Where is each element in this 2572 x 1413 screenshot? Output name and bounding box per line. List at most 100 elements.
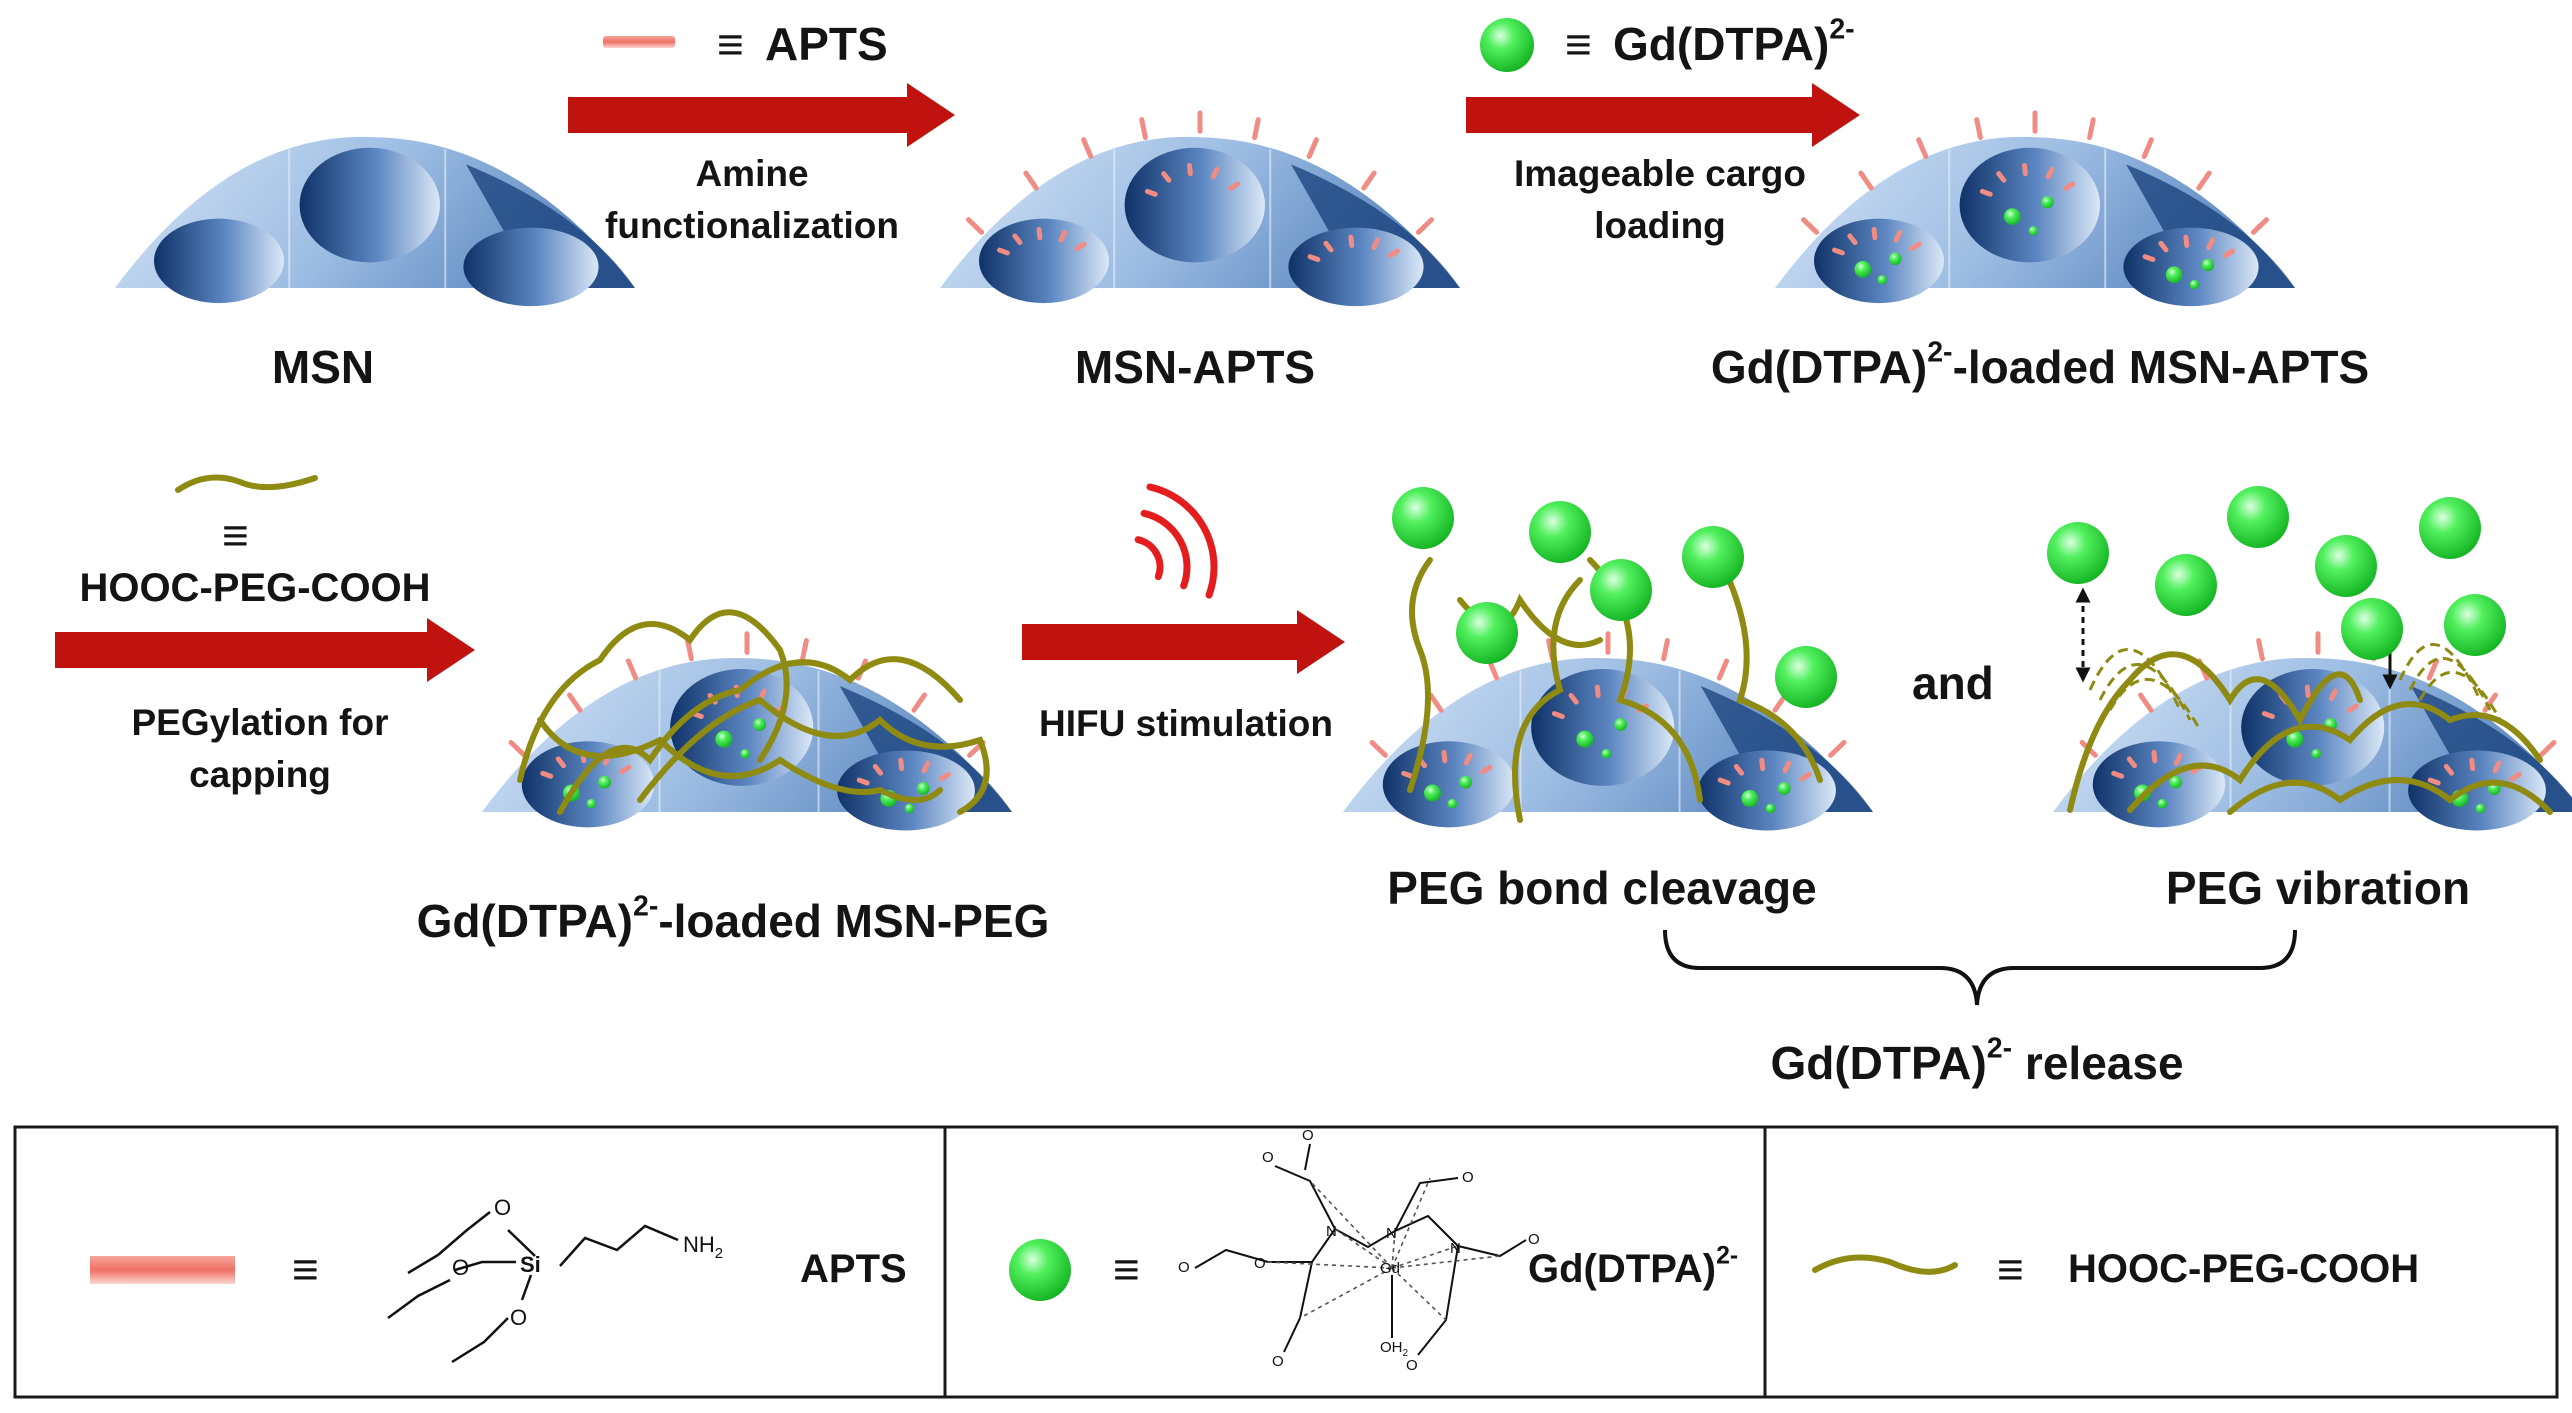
peg-chain: [2127, 701, 2543, 813]
apts-marker: [2492, 760, 2502, 774]
gd-complex: [2201, 258, 2215, 272]
gd-complex: [2003, 208, 2021, 225]
svg-text:O: O: [1528, 1231, 1540, 1248]
apts-marker: [2222, 248, 2235, 258]
particle-peg-cleavage: [1343, 631, 1873, 831]
peg-network-vibrating: [2067, 643, 2553, 815]
svg-text:N: N: [1386, 1225, 1397, 1242]
gd-complex: [2047, 522, 2109, 584]
gd-complex: [1423, 784, 1441, 802]
gd-complex: [2169, 775, 2182, 789]
apts-marker: [1228, 181, 1241, 191]
gd-complex: [2028, 226, 2038, 236]
gd-complex: [753, 718, 766, 731]
particle-msn-title: MSN: [271, 341, 375, 393]
apts-marker: [555, 756, 567, 769]
svg-text:O: O: [452, 1255, 469, 1280]
apts-marker: [2346, 703, 2359, 713]
mesopore: [670, 669, 814, 786]
legend-gd-equiv: ≡: [1113, 1243, 1140, 1295]
peg-chain: [1812, 1254, 1958, 1275]
and-connector: and: [1912, 657, 1994, 709]
particle-peg-vibration: [2053, 631, 2572, 831]
apts-marker: [2482, 692, 2498, 713]
apts-marker: [965, 217, 985, 235]
mesopore: [837, 750, 975, 831]
apts-marker: [997, 247, 1010, 256]
hifu-wave: [1140, 509, 1191, 590]
legend-box: [13, 1125, 2559, 1399]
gd-complex: [1590, 559, 1652, 621]
svg-text:Si: Si: [520, 1252, 541, 1277]
gd-complex: [586, 798, 597, 809]
release-brace: [1663, 929, 2297, 1006]
apts-marker: [938, 771, 951, 782]
mesopore: [463, 227, 599, 307]
gd-complex: [1854, 260, 1872, 278]
apts-marker: [1733, 763, 1745, 776]
dtpa-coordination-bonds: [1267, 1177, 1501, 1321]
svg-text:OH2: OH2: [1380, 1339, 1409, 1359]
gd-complex: [598, 775, 611, 789]
svg-text:O: O: [1302, 1127, 1314, 1144]
apts-marker: [2183, 234, 2190, 248]
apts-marker: [2196, 170, 2212, 191]
apts-marker: [1307, 254, 1321, 263]
svg-text:N: N: [1450, 1240, 1461, 1257]
gd-complex: [1614, 718, 1627, 731]
apts-marker: [2538, 739, 2557, 758]
legend-apts-label: APTS: [800, 1247, 907, 1291]
apts-marker: [1800, 217, 1820, 235]
svg-text:O: O: [1254, 1255, 1266, 1272]
particle-loaded-msn-peg-title: Gd(DTPA)2--loaded MSN-PEG: [416, 890, 1050, 947]
apts-marker: [2138, 692, 2154, 713]
apts-marker: [1716, 658, 1730, 681]
mesopore: [521, 741, 655, 828]
apts-marker: [1144, 188, 1158, 197]
particle-msn: [115, 136, 635, 307]
apts-marker: [2206, 237, 2215, 251]
svg-text:NH2: NH2: [683, 1232, 723, 1262]
peg-chain: [2227, 777, 2553, 815]
peg-chain: [1512, 577, 1583, 823]
peg-chain: [537, 717, 943, 803]
apts-marker: [1916, 137, 1929, 159]
particle-loaded-msn-apts-title: Gd(DTPA)2--loaded MSN-APTS: [1710, 336, 2370, 393]
apts-marker: [2063, 181, 2076, 191]
apts-marker: [2045, 166, 2055, 180]
peg-vibration-trace: [2418, 670, 2502, 721]
apts-marker: [1023, 170, 1039, 191]
svg-text:O: O: [510, 1305, 527, 1330]
gd-complex: [2041, 195, 2054, 209]
gd-complex: [1456, 602, 1518, 664]
mesopore: [1531, 669, 1675, 786]
apts-marker: [1387, 248, 1400, 258]
gd-complex: [2444, 594, 2506, 656]
apts-marker: [2158, 240, 2169, 253]
gd-complex: [1459, 775, 1472, 789]
hifu-wave: [1134, 536, 1164, 581]
gd-complex: [2157, 798, 2168, 809]
peg-chain: [557, 656, 963, 815]
apts-structure-atoms: O O O Si NH2: [452, 1195, 723, 1330]
hifu-waves-icon: [1134, 483, 1218, 599]
gd-complex: [2165, 266, 2183, 284]
gd-complex: [904, 803, 915, 814]
apts-legend-symbol: [603, 36, 675, 48]
legend-gd-label: Gd(DTPA)2-: [1528, 1242, 1739, 1291]
apts-marker: [2261, 711, 2275, 719]
apts-marker: [1568, 692, 1579, 705]
apts-marker: [1401, 770, 1415, 779]
apts-marker: [1415, 217, 1435, 235]
apts-marker: [1996, 171, 2007, 183]
particle-loaded-msn-peg: [482, 631, 1012, 831]
apts-marker: [1832, 247, 1845, 256]
gd-complex: [1741, 789, 1759, 807]
apts-marker: [1974, 117, 1983, 141]
apts-marker: [1782, 760, 1792, 774]
apts-marker: [1081, 137, 1094, 159]
svg-text:O: O: [1272, 1353, 1284, 1370]
peg-chain: [2067, 651, 2363, 813]
apts-marker: [685, 638, 694, 662]
